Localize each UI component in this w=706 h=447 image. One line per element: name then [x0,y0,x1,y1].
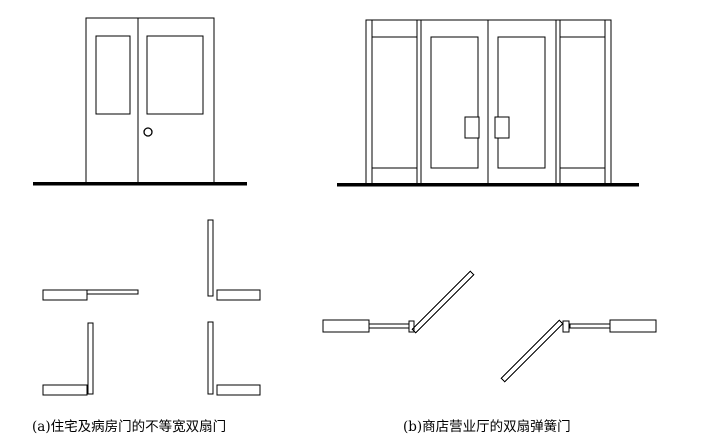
wall-stub [216,384,261,396]
plan-a-open-down-right [207,321,261,396]
plan-b-swing-inward [500,319,657,383]
caption-b: (b)商店营业厅的双扇弹簧门 [403,419,571,435]
caption-a: (a)住宅及病房门的不等宽双扇门 [32,419,227,435]
wall-stub [42,384,88,396]
door-leaf [87,322,94,395]
elevation-b [337,19,639,187]
plan-b-swing-outward [322,270,475,334]
door-b-right-push-plate [494,116,510,139]
floor-line-b [337,183,639,187]
plan-a-closed [42,289,139,301]
door-b-right-leaf-glass [497,36,546,169]
pivot-box [562,320,570,333]
door-a-knob [143,127,153,137]
door-leaf [86,289,139,295]
door-leaf [207,219,214,297]
door-leaf [207,321,214,395]
wall-stub [609,319,657,333]
floor-line-a [33,182,247,186]
door-leaf [411,270,475,334]
pivot-box [408,320,415,333]
wall-stub [42,289,88,301]
door-a-narrow-leaf-glass [95,35,131,115]
door-a-wide-leaf-glass [146,35,204,115]
plan-a-open-up [207,219,261,301]
hinge-bar [368,323,410,329]
door-b-left-push-plate [464,116,480,139]
plan-a-open-down-left [42,322,94,396]
wall-stub [216,289,261,301]
wall-stub [322,319,370,333]
elevation-a [33,17,247,186]
hinge-bar [569,323,611,329]
door-leaf [500,319,564,383]
door-b-left-leaf-glass [430,36,479,169]
door-a-frame [85,17,215,185]
